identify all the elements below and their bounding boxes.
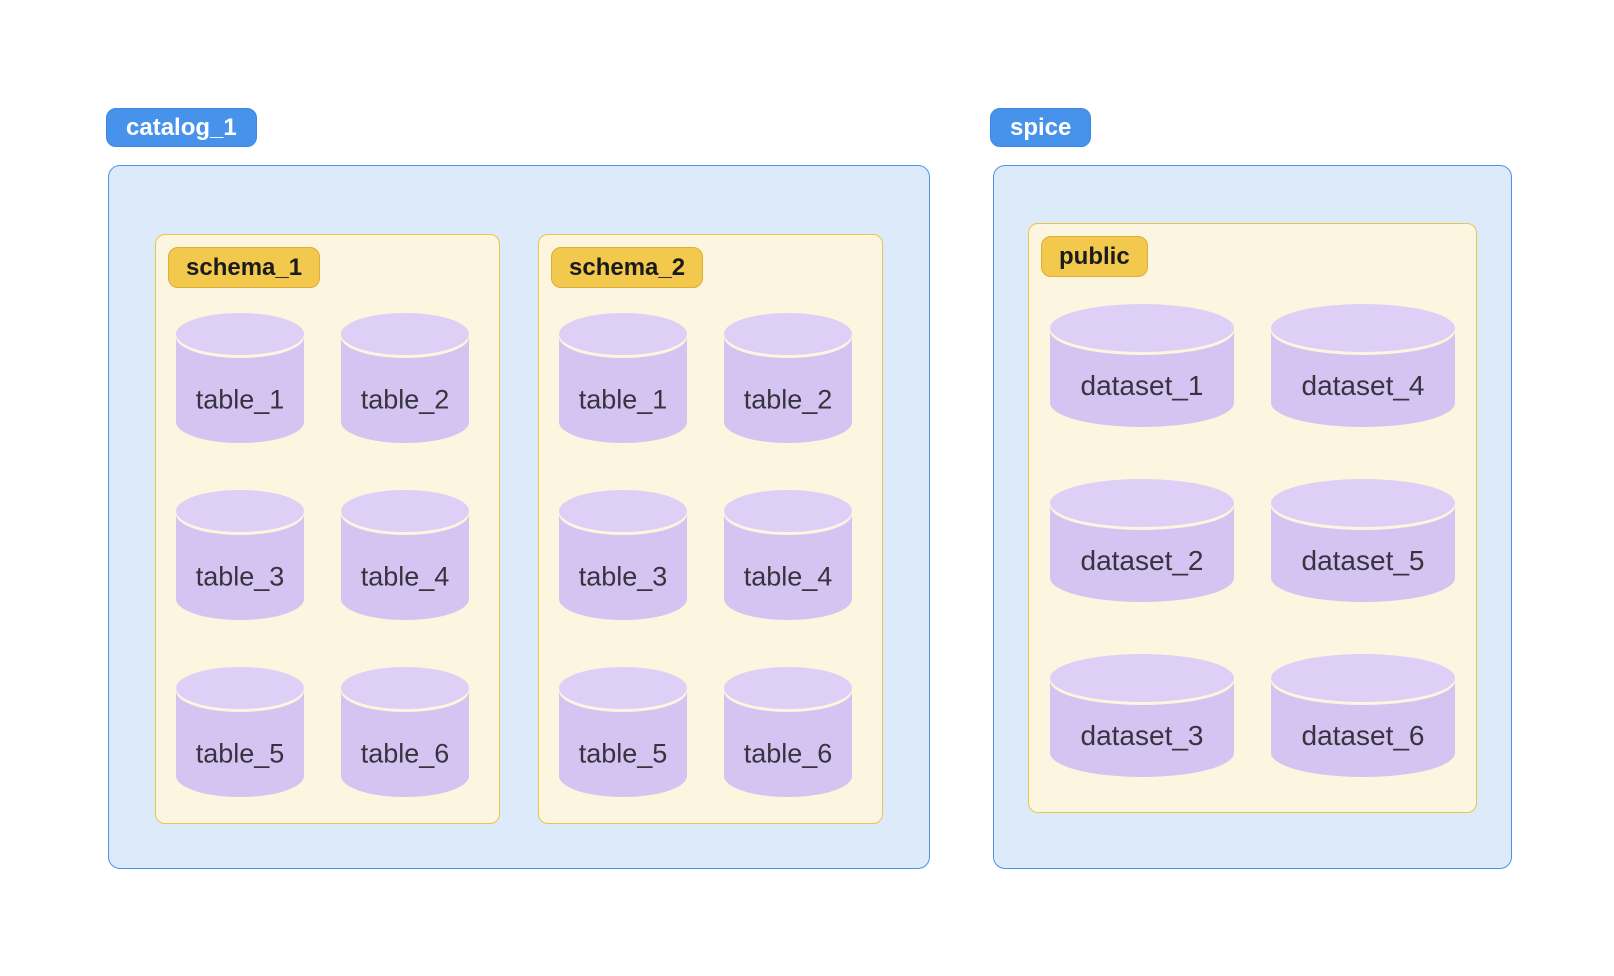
table-label: table_6 bbox=[360, 738, 450, 769]
table-cylinder: table_6 bbox=[724, 667, 852, 797]
dataset-cylinder: dataset_6 bbox=[1271, 654, 1455, 777]
table-label: table_4 bbox=[743, 561, 833, 592]
spice-label-pill: spice bbox=[990, 108, 1092, 147]
dataset-cylinder: dataset_5 bbox=[1271, 479, 1455, 602]
dataset-label: dataset_2 bbox=[1080, 545, 1204, 577]
table-cylinder: table_4 bbox=[724, 490, 852, 620]
table-label: table_6 bbox=[743, 738, 833, 769]
database-cylinder-icon bbox=[1050, 479, 1234, 602]
catalog-1-label-pill: catalog_1 bbox=[106, 108, 257, 147]
dataset-cylinder: dataset_3 bbox=[1050, 654, 1234, 777]
table-cylinder: table_5 bbox=[559, 667, 687, 797]
table-cylinder: table_3 bbox=[559, 490, 687, 620]
table-cylinder: table_1 bbox=[176, 313, 304, 443]
dataset-label: dataset_5 bbox=[1301, 545, 1425, 577]
table-label: table_1 bbox=[578, 384, 668, 415]
database-cylinder-icon bbox=[1271, 304, 1455, 427]
table-label: table_5 bbox=[578, 738, 668, 769]
schema-1-table-grid: table_1 table_2 table_3 table_4 table_5 table… bbox=[176, 313, 469, 797]
dataset-label: dataset_4 bbox=[1301, 370, 1425, 402]
database-cylinder-icon bbox=[724, 667, 852, 797]
database-cylinder-icon bbox=[1271, 479, 1455, 602]
table-cylinder: table_6 bbox=[341, 667, 469, 797]
table-label: table_3 bbox=[195, 561, 285, 592]
table-cylinder: table_3 bbox=[176, 490, 304, 620]
public-label-pill: public bbox=[1041, 236, 1148, 277]
table-cylinder: table_2 bbox=[341, 313, 469, 443]
database-cylinder-icon bbox=[341, 667, 469, 797]
database-cylinder-icon bbox=[559, 490, 687, 620]
table-cylinder: table_5 bbox=[176, 667, 304, 797]
database-cylinder-icon bbox=[724, 313, 852, 443]
database-cylinder-icon bbox=[1050, 304, 1234, 427]
dataset-cylinder: dataset_4 bbox=[1271, 304, 1455, 427]
schema-2-label-pill: schema_2 bbox=[551, 247, 704, 288]
dataset-cylinder: dataset_1 bbox=[1050, 304, 1234, 427]
schema-1-label-pill: schema_1 bbox=[168, 247, 321, 288]
database-cylinder-icon bbox=[341, 313, 469, 443]
database-cylinder-icon bbox=[724, 490, 852, 620]
dataset-label: dataset_3 bbox=[1080, 720, 1204, 752]
dataset-cylinder: dataset_2 bbox=[1050, 479, 1234, 602]
table-label: table_1 bbox=[195, 384, 285, 415]
database-cylinder-icon bbox=[1271, 654, 1455, 777]
dataset-label: dataset_1 bbox=[1080, 370, 1204, 402]
database-cylinder-icon bbox=[559, 667, 687, 797]
database-cylinder-icon bbox=[1050, 654, 1234, 777]
table-label: table_4 bbox=[360, 561, 450, 592]
dataset-label: dataset_6 bbox=[1301, 720, 1425, 752]
database-cylinder-icon bbox=[559, 313, 687, 443]
database-cylinder-icon bbox=[176, 313, 304, 443]
table-cylinder: table_4 bbox=[341, 490, 469, 620]
database-cylinder-icon bbox=[176, 490, 304, 620]
table-label: table_2 bbox=[360, 384, 450, 415]
table-label: table_2 bbox=[743, 384, 833, 415]
database-cylinder-icon bbox=[176, 667, 304, 797]
database-cylinder-icon bbox=[341, 490, 469, 620]
schema-2-table-grid: table_1 table_2 table_3 table_4 table_5 table… bbox=[559, 313, 852, 797]
table-label: table_5 bbox=[195, 738, 285, 769]
table-label: table_3 bbox=[578, 561, 668, 592]
table-cylinder: table_1 bbox=[559, 313, 687, 443]
table-cylinder: table_2 bbox=[724, 313, 852, 443]
